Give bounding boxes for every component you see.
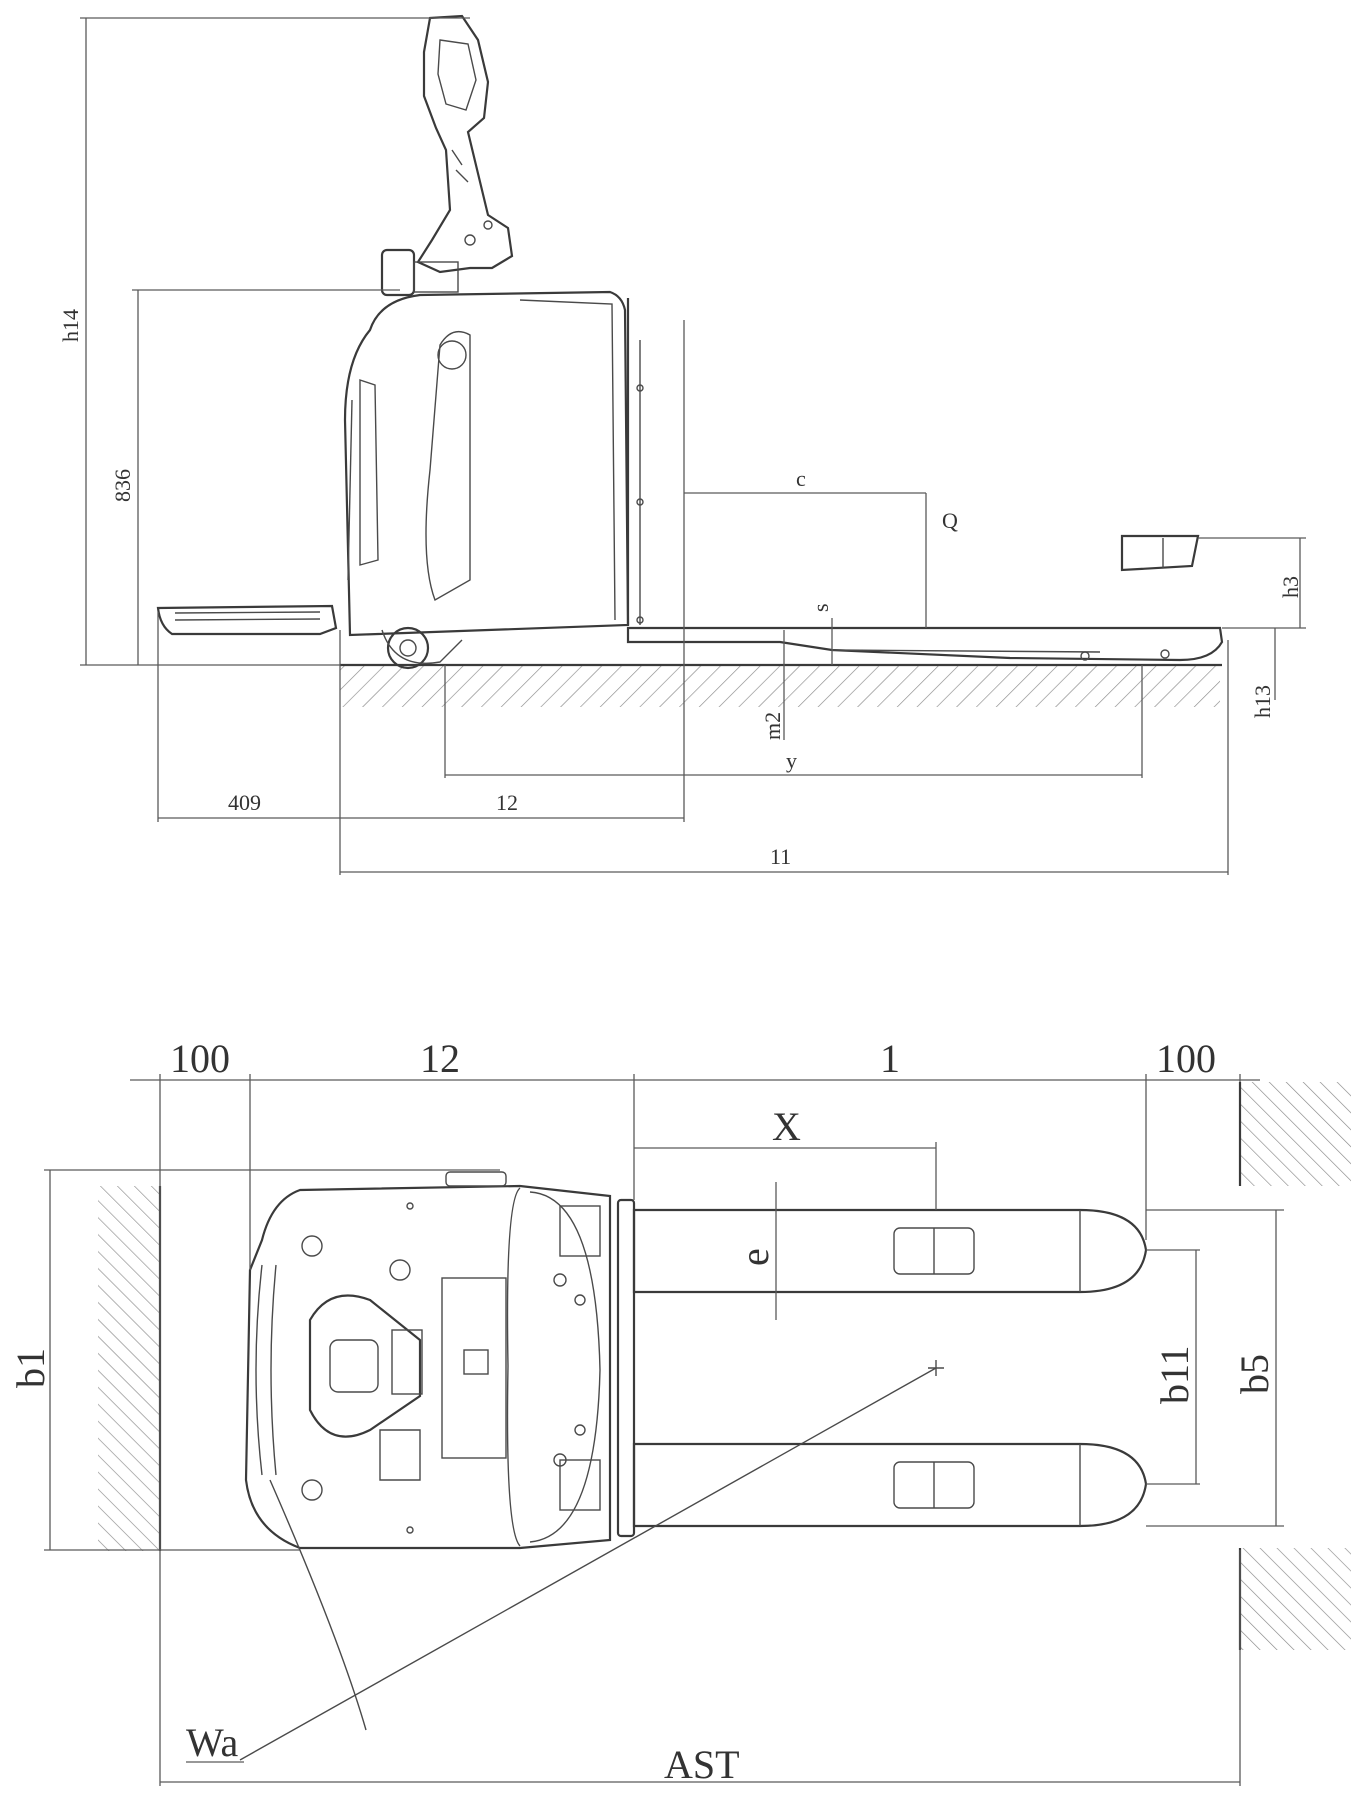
wall-left-hatch bbox=[98, 1186, 160, 1551]
label-h14: h14 bbox=[58, 309, 83, 342]
top-view: 100 12 1 100 X e b1 b11 b5 Wa AST bbox=[8, 1036, 1351, 1787]
label-h13: h13 bbox=[1250, 685, 1275, 718]
label-m2: m2 bbox=[760, 712, 785, 740]
label-409: 409 bbox=[228, 790, 261, 815]
fork-tip-raised bbox=[1120, 534, 1200, 572]
label-l1: 11 bbox=[770, 844, 791, 869]
label-b1: b1 bbox=[8, 1348, 53, 1388]
label-100-right: 100 bbox=[1156, 1036, 1216, 1081]
label-X: X bbox=[772, 1104, 801, 1149]
label-l: 1 bbox=[880, 1036, 900, 1081]
tiller-handle bbox=[416, 14, 514, 274]
label-Q: Q bbox=[942, 508, 958, 533]
label-100-left: 100 bbox=[170, 1036, 230, 1081]
label-Wa: Wa bbox=[186, 1720, 239, 1765]
wa-leader-line bbox=[239, 1367, 937, 1761]
turning-radius-arc bbox=[269, 1479, 367, 1731]
drive-wheel bbox=[381, 626, 463, 670]
side-dimensions bbox=[80, 17, 1306, 875]
label-836: 836 bbox=[110, 469, 135, 502]
ground-hatch bbox=[340, 665, 1220, 707]
wall-bottom-right-hatch bbox=[1240, 1548, 1351, 1650]
label-c: c bbox=[796, 466, 806, 491]
control-box-mount bbox=[413, 261, 459, 293]
side-view: h14 836 c Q h3 s h13 m2 y 409 12 11 bbox=[58, 14, 1306, 875]
label-b5: b5 bbox=[1232, 1354, 1277, 1394]
label-l2-side: 12 bbox=[496, 790, 518, 815]
truck-body-top bbox=[244, 1171, 612, 1550]
label-l2-top: 12 bbox=[420, 1036, 460, 1081]
operator-platform bbox=[156, 604, 338, 636]
wall-top-right-hatch bbox=[1240, 1082, 1351, 1186]
truck-body bbox=[343, 290, 644, 637]
label-AST: AST bbox=[664, 1742, 740, 1787]
control-box bbox=[380, 248, 416, 297]
turning-center-mark bbox=[928, 1360, 944, 1376]
fork-side bbox=[626, 626, 1224, 662]
fork-top-upper bbox=[632, 1208, 1148, 1294]
label-y: y bbox=[786, 748, 797, 773]
label-s: s bbox=[808, 603, 833, 612]
fork-top-lower bbox=[632, 1442, 1148, 1528]
top-dimensions bbox=[44, 1074, 1284, 1786]
fork-back-plate bbox=[616, 1198, 636, 1538]
label-e: e bbox=[732, 1248, 777, 1266]
label-h3: h3 bbox=[1278, 576, 1303, 598]
label-b11: b11 bbox=[1152, 1345, 1197, 1404]
